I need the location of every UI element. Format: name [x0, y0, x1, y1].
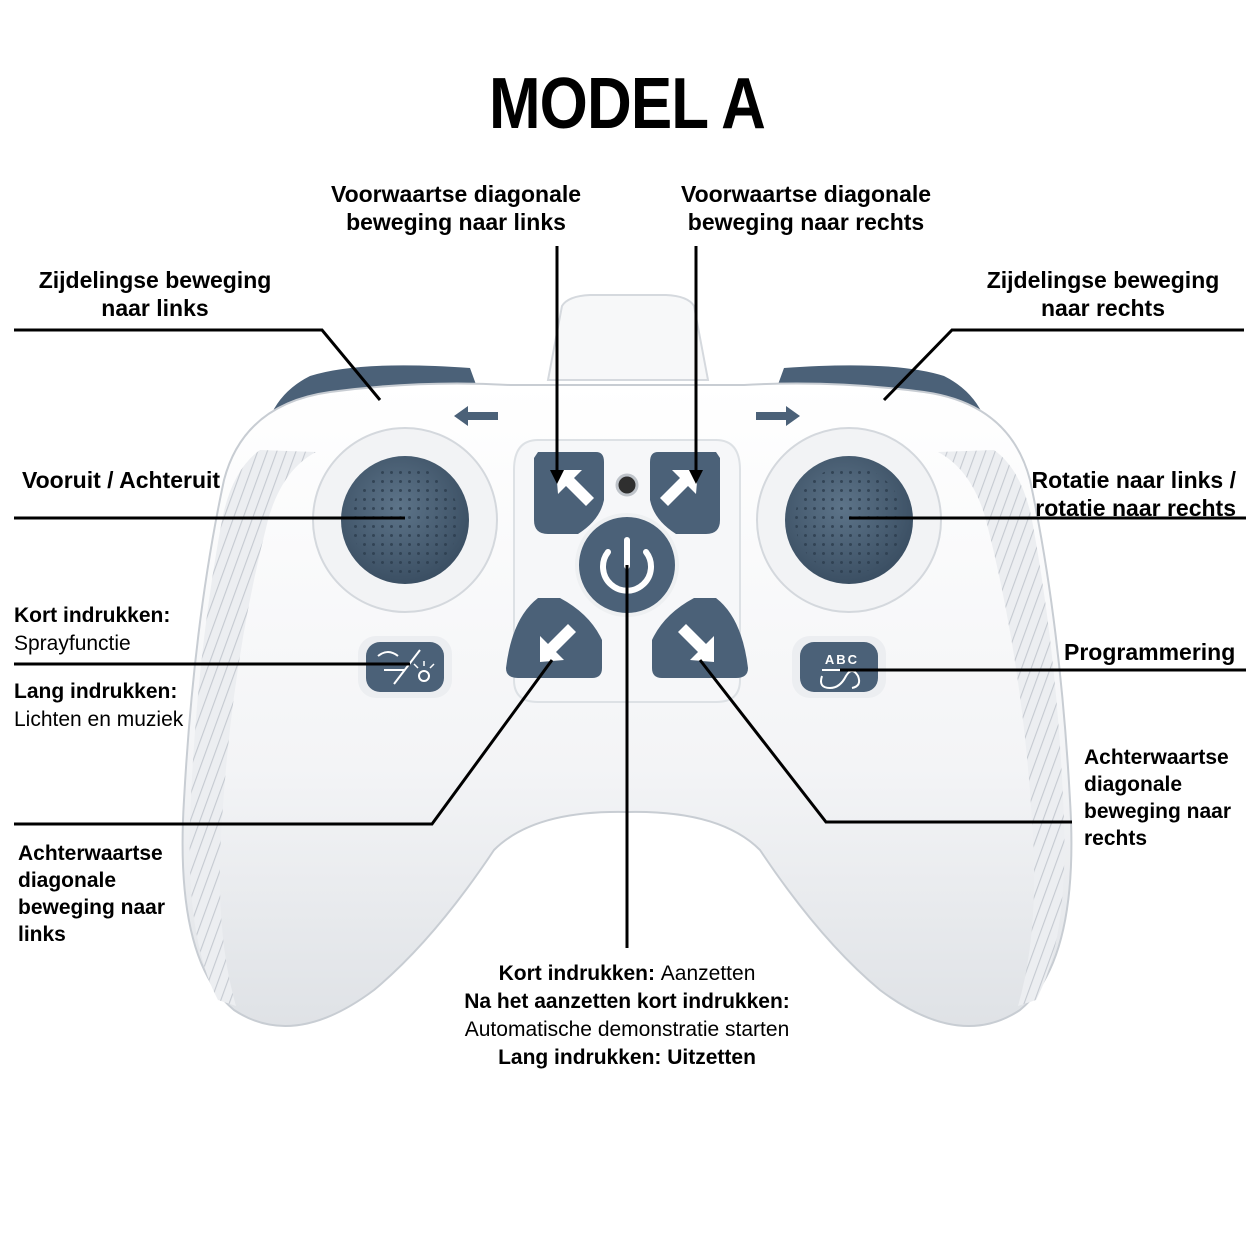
label-short-press: Kort indrukken:	[14, 604, 171, 627]
label-rotation: Rotatie naar links / rotatie naar rechts	[1031, 467, 1236, 521]
left-grip-texture	[189, 450, 316, 1006]
leader-lines	[14, 246, 1246, 948]
right-arrow-indicator	[756, 406, 800, 426]
left-arrow-indicator	[454, 406, 498, 426]
programming-button-text: ABC	[825, 652, 859, 667]
leader-line-side-right	[882, 328, 1244, 402]
label-power: Kort indrukken: Aanzetten Na het aanzett…	[464, 962, 790, 1069]
label-side-left: Zijdelingse beweging naar links	[38, 267, 272, 321]
button-forward-diagonal-right	[650, 452, 720, 534]
left-joystick	[341, 456, 469, 584]
leader-arrowheads	[550, 470, 703, 484]
button-backward-diagonal-left	[506, 598, 602, 678]
controller-top-handle	[546, 294, 710, 381]
spray-lights-button	[358, 636, 452, 698]
label-long-press: Lang indrukken:	[14, 680, 178, 703]
button-backward-diagonal-right	[652, 598, 748, 678]
label-short-press-value: Sprayfunctie	[14, 632, 131, 655]
label-fwd-diag-left: Voorwaartse diagonale beweging naar link…	[330, 181, 582, 235]
programming-button	[792, 636, 886, 698]
label-long-press-value: Lichten en muziek	[14, 708, 184, 731]
label-back-diag-right: Achterwaartse diagonale beweging naar re…	[1084, 746, 1232, 850]
label-programming: Programmering	[1064, 639, 1236, 665]
label-side-right: Zijdelingse beweging naar rechts	[986, 267, 1220, 321]
label-back-diag-left: Achterwaartse diagonale beweging naar li…	[18, 842, 166, 946]
right-grip-texture	[938, 450, 1065, 1006]
label-fwd-diag-right: Voorwaartse diagonale beweging naar rech…	[680, 181, 932, 235]
label-forward-back: Vooruit / Achteruit	[22, 467, 221, 493]
diagram-title: MODEL A	[488, 64, 766, 144]
leader-line-back-diag-right	[698, 659, 1072, 824]
right-joystick	[785, 456, 913, 584]
leader-line-side-left	[14, 328, 382, 401]
leader-line-back-diag-left	[14, 659, 554, 826]
indicator-led	[615, 473, 639, 497]
